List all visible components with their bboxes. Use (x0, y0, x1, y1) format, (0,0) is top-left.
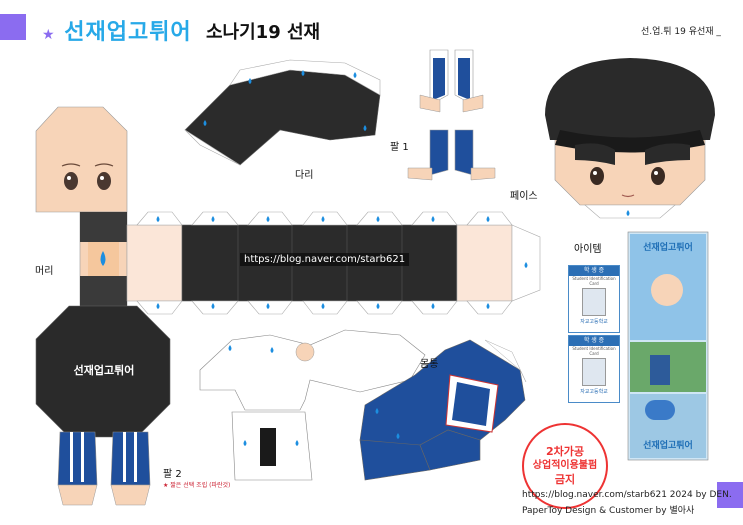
star-icon: ★ (42, 27, 56, 43)
leg-part (184, 59, 381, 166)
id-card-header: 학 생 증 (569, 336, 619, 346)
poster-strip (627, 231, 709, 461)
arm2-note: ★ 짧은 선택 조립 (파란것) (163, 482, 231, 489)
footer-line1: https://blog.naver.com/starb621 2024 by … (522, 490, 732, 500)
id-card-sub: Student Identification Card (572, 276, 616, 286)
id-card-photo (582, 288, 606, 316)
glue-drop-markers (156, 70, 630, 446)
head-face-part (35, 106, 128, 213)
stamp-line3: 금지 (554, 473, 576, 486)
corner-square-top-left (0, 14, 26, 40)
id-card-school: 자교고등학교 (580, 389, 608, 395)
shirt-part (199, 329, 426, 481)
label-item: 아이템 (574, 244, 602, 255)
label-arm2: 팔 2 (163, 469, 182, 480)
hat-logo: 선재업고튀어 (73, 364, 135, 377)
label-leg: 다리 (295, 170, 314, 181)
arm2-part (57, 431, 151, 506)
title-text: 선재업고튀어 (64, 20, 192, 45)
jacket-part (359, 339, 527, 481)
poster-title-top: 선재업고튀어 (643, 243, 693, 253)
poster-title-bottom: 선재업고튀어 (643, 441, 693, 451)
copyright-stamp: 2차가공 상업적이용불펌 금지 (522, 423, 608, 509)
id-card-header: 학 생 증 (569, 266, 619, 276)
id-card-2: 학 생 증 Student Identification Card 자교고등학교 (568, 335, 620, 403)
corner-label: 선.업.튀 19 유선재 _ (641, 27, 721, 37)
head-strip (79, 211, 128, 307)
corner-square-bottom-right (717, 482, 743, 508)
id-card-photo (582, 358, 606, 386)
arm1-part (407, 49, 496, 181)
id-card-school: 자교고등학교 (580, 319, 608, 325)
id-card-sub: Student Identification Card (572, 346, 616, 356)
stamp-line1: 2차가공 (545, 445, 584, 458)
cap-face-part (545, 58, 715, 219)
label-head: 머리 (35, 266, 54, 277)
label-arm1: 팔 1 (390, 142, 409, 153)
stamp-line2: 상업적이용불펌 (532, 460, 598, 471)
footer-line2: PaperToy Design & Customer by 별아사 (522, 506, 695, 516)
subtitle: 소나기19 선재 (206, 22, 321, 43)
title: ★ 선재업고튀어 (42, 14, 192, 46)
label-face: 페이스 (510, 191, 538, 202)
url-overlay: https://blog.naver.com/starb621 (240, 253, 410, 266)
label-body: 몸통 (420, 359, 439, 370)
id-card-1: 학 생 증 Student Identification Card 자교고등학교 (568, 265, 620, 333)
